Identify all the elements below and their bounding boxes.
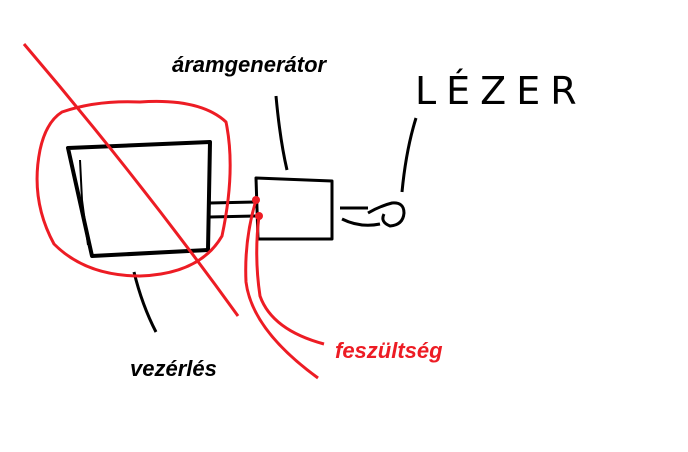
control-box xyxy=(66,140,212,258)
control-box-shading xyxy=(79,159,89,246)
laser-label: LÉZER xyxy=(415,69,587,113)
voltage-wire-1 xyxy=(244,199,319,380)
current-generator-leader-line xyxy=(274,95,289,171)
voltage-dot-bottom xyxy=(255,212,263,220)
wire-bottom xyxy=(209,214,257,219)
laser-wire-bottom xyxy=(341,217,381,227)
voltage-label: feszültség xyxy=(335,338,443,363)
current-generator-box xyxy=(254,176,334,241)
red-circle xyxy=(35,99,232,278)
wire-top xyxy=(209,200,257,205)
cross-out-line xyxy=(22,43,240,317)
laser-symbol xyxy=(367,201,406,228)
control-leader-line xyxy=(132,271,158,333)
control-label: vezérlés xyxy=(130,356,217,381)
laser-leader-line xyxy=(400,117,418,193)
voltage-dot-top xyxy=(252,196,260,204)
voltage-wire-2 xyxy=(255,215,325,346)
current-generator-label: áramgenerátor xyxy=(172,52,328,77)
